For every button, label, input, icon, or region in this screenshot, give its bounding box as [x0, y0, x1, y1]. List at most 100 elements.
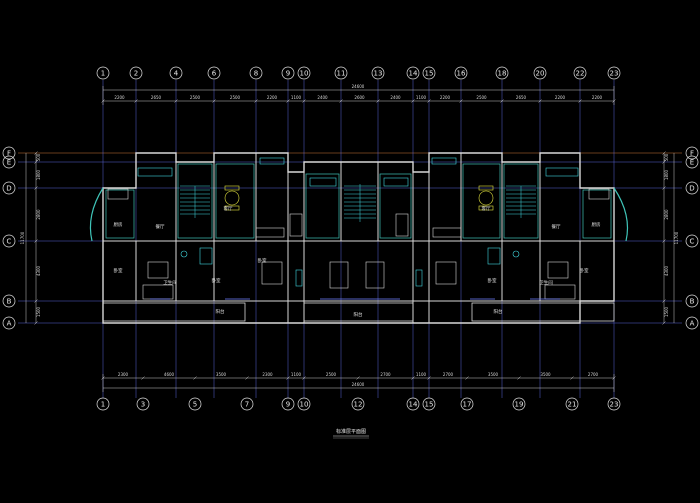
grid-label: 10	[300, 401, 309, 409]
dimension-value: 2800	[664, 209, 669, 220]
grid-label: 16	[457, 70, 466, 78]
dimension-value: 2500	[190, 95, 201, 100]
dimension-value: 1800	[664, 169, 669, 180]
dimension-value: 2300	[262, 372, 273, 377]
grid-label: 18	[498, 70, 507, 78]
dimension-value: 4300	[36, 265, 41, 276]
grid-bubble-bottom: 1	[96, 397, 110, 411]
grid-bubble-top: 13	[371, 66, 385, 80]
furniture-fixtures	[107, 157, 610, 300]
grid-bubble-left: E	[2, 155, 16, 169]
stair-center	[344, 184, 376, 222]
grid-label: A	[7, 320, 12, 328]
room-label-kitchen-l: 厨房	[114, 221, 123, 228]
grid-bubble-top: 18	[495, 66, 509, 80]
grid-label: 11	[337, 70, 346, 78]
room-label-living-r: 客厅	[482, 205, 491, 212]
dimension-value: 2200	[440, 95, 451, 100]
grid-label: 14	[409, 401, 418, 409]
grid-label: 4	[174, 70, 179, 78]
grid-bubble-top: 14	[406, 66, 420, 80]
bottom-dimension-chain	[102, 374, 615, 392]
kitchen-counters	[137, 157, 579, 187]
grid-bubble-left: C	[2, 234, 16, 248]
dimension-value: 2400	[390, 95, 401, 100]
room-label-bed1-l: 卧室	[114, 267, 123, 274]
grid-label: 14	[409, 70, 418, 78]
dimension-value: 3500	[488, 372, 499, 377]
room-label-bal2-c: 阳台	[354, 311, 363, 318]
grid-label: C	[690, 238, 695, 246]
grid-bubble-right: F	[685, 146, 699, 160]
building-walls	[89, 152, 629, 324]
dimension-value: 3500	[216, 372, 227, 377]
room-label-living-l: 客厅	[224, 205, 233, 212]
grid-bubble-left: A	[2, 316, 16, 330]
sofas	[107, 188, 610, 238]
stair-left	[180, 185, 210, 218]
dimension-value: 1500	[36, 306, 41, 317]
grid-bubble-top: 23	[607, 66, 621, 80]
grid-label: 21	[568, 401, 577, 409]
room-label-bed2-r: 卧室	[580, 267, 589, 274]
dimension-value: 2700	[588, 372, 599, 377]
dimension-value: 1500	[664, 306, 669, 317]
dimension-value: 4300	[664, 265, 669, 276]
side-dimension-chains	[25, 153, 675, 323]
grid-label: 17	[463, 401, 472, 409]
grid-bubble-top: 22	[573, 66, 587, 80]
grid-bubble-top: 15	[422, 66, 436, 80]
dimension-value: 1800	[36, 169, 41, 180]
grid-label: 9	[286, 70, 290, 78]
grid-label: 6	[212, 70, 217, 78]
dimension-value: 2500	[230, 95, 241, 100]
grid-bubble-right: D	[685, 181, 699, 195]
beds	[142, 261, 576, 300]
grid-bubble-top: 10	[297, 66, 311, 80]
grid-bubble-bottom: 17	[460, 397, 474, 411]
grid-label: D	[689, 185, 694, 193]
dimension-value: 2200	[555, 95, 566, 100]
dimension-value: 2800	[36, 209, 41, 220]
dimension-value: 24600	[352, 84, 365, 89]
grid-bubble-bottom: 21	[565, 397, 579, 411]
grid-label: D	[6, 185, 11, 193]
grid-bubble-bottom: 14	[406, 397, 420, 411]
grid-label: 23	[610, 70, 619, 78]
grid-bubble-top: 4	[169, 66, 183, 80]
dimension-value: 2500	[476, 95, 487, 100]
grid-label: 20	[536, 70, 545, 78]
grid-bubble-top: 6	[207, 66, 221, 80]
grid-bubble-bottom: 5	[188, 397, 202, 411]
grid-bubble-bottom: 12	[351, 397, 365, 411]
grid-label: 22	[576, 70, 585, 78]
room-label-dining-l: 餐厅	[156, 223, 165, 230]
dimension-value: 11700	[674, 231, 679, 244]
dimension-value: 500	[36, 153, 41, 161]
grid-label: E	[7, 159, 11, 167]
dimension-value: 2600	[354, 95, 365, 100]
room-label-bed3-l: 卧室	[258, 257, 267, 264]
grid-bubble-left: D	[2, 181, 16, 195]
dimension-value: 1100	[416, 372, 427, 377]
dimension-value: 2200	[267, 95, 278, 100]
grid-label: 15	[425, 401, 434, 409]
grid-label: 23	[610, 401, 619, 409]
grid-bubble-top: 8	[249, 66, 263, 80]
room-label-bal1-l: 阳台	[216, 308, 225, 315]
grid-label: B	[690, 298, 695, 306]
dimension-ticks	[34, 99, 666, 380]
grid-bubble-top: 1	[96, 66, 110, 80]
dimension-value: 2500	[326, 372, 337, 377]
drawing-caption: 标准层平面图	[333, 428, 369, 439]
grid-label: 8	[254, 70, 258, 78]
room-label-bed1-r: 卧室	[488, 277, 497, 284]
room-label-bath-l: 卫生间	[163, 279, 177, 286]
dimension-value: 1100	[291, 95, 302, 100]
grid-bubble-top: 16	[454, 66, 468, 80]
